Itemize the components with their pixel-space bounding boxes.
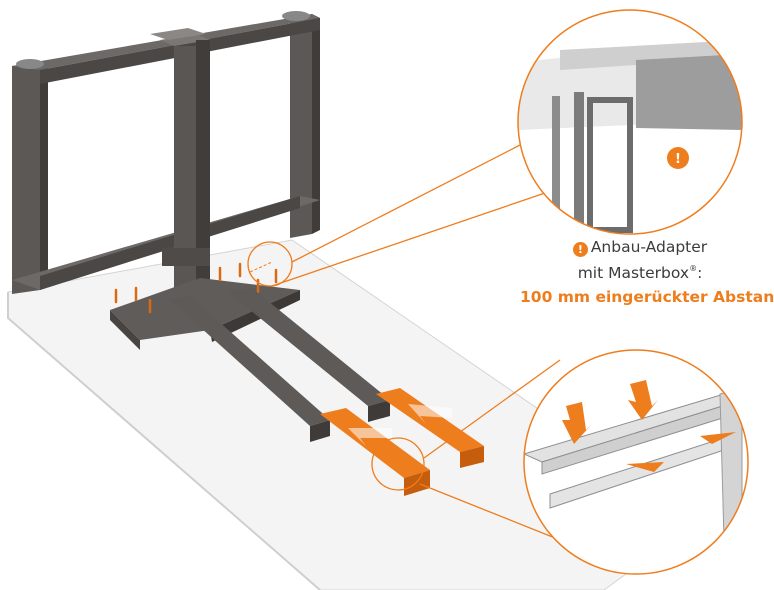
warning-icon bbox=[667, 147, 689, 169]
note-colon: : bbox=[697, 264, 703, 282]
registered-mark: ® bbox=[689, 264, 698, 273]
extension-pieces bbox=[320, 388, 484, 496]
leg-frame bbox=[12, 11, 320, 294]
assembly-diagram: ! bbox=[7, 9, 749, 590]
note-line-2: mit Masterbox®: bbox=[520, 258, 760, 284]
dashed-indicator bbox=[249, 261, 273, 273]
callout-connectors bbox=[247, 143, 561, 541]
note-title: Anbau-Adapter bbox=[590, 238, 708, 256]
note-emphasis: 100 mm eingerückter Abstan bbox=[520, 288, 774, 306]
note-line-1: !Anbau-Adapter bbox=[520, 236, 760, 258]
insert-arrows bbox=[348, 404, 452, 446]
detail-circle-bottom bbox=[523, 349, 749, 575]
center-column bbox=[150, 28, 210, 296]
rails bbox=[170, 288, 390, 442]
warning-glyph: ! bbox=[675, 152, 681, 167]
exclamation-icon: ! bbox=[572, 242, 588, 257]
detail-circle-top: ! bbox=[517, 9, 743, 235]
note-subtitle: mit Masterbox bbox=[577, 264, 690, 282]
tabletop-edge bbox=[7, 292, 321, 590]
note-text: !Anbau-Adapter mit Masterbox®: 100 mm ei… bbox=[520, 236, 774, 308]
